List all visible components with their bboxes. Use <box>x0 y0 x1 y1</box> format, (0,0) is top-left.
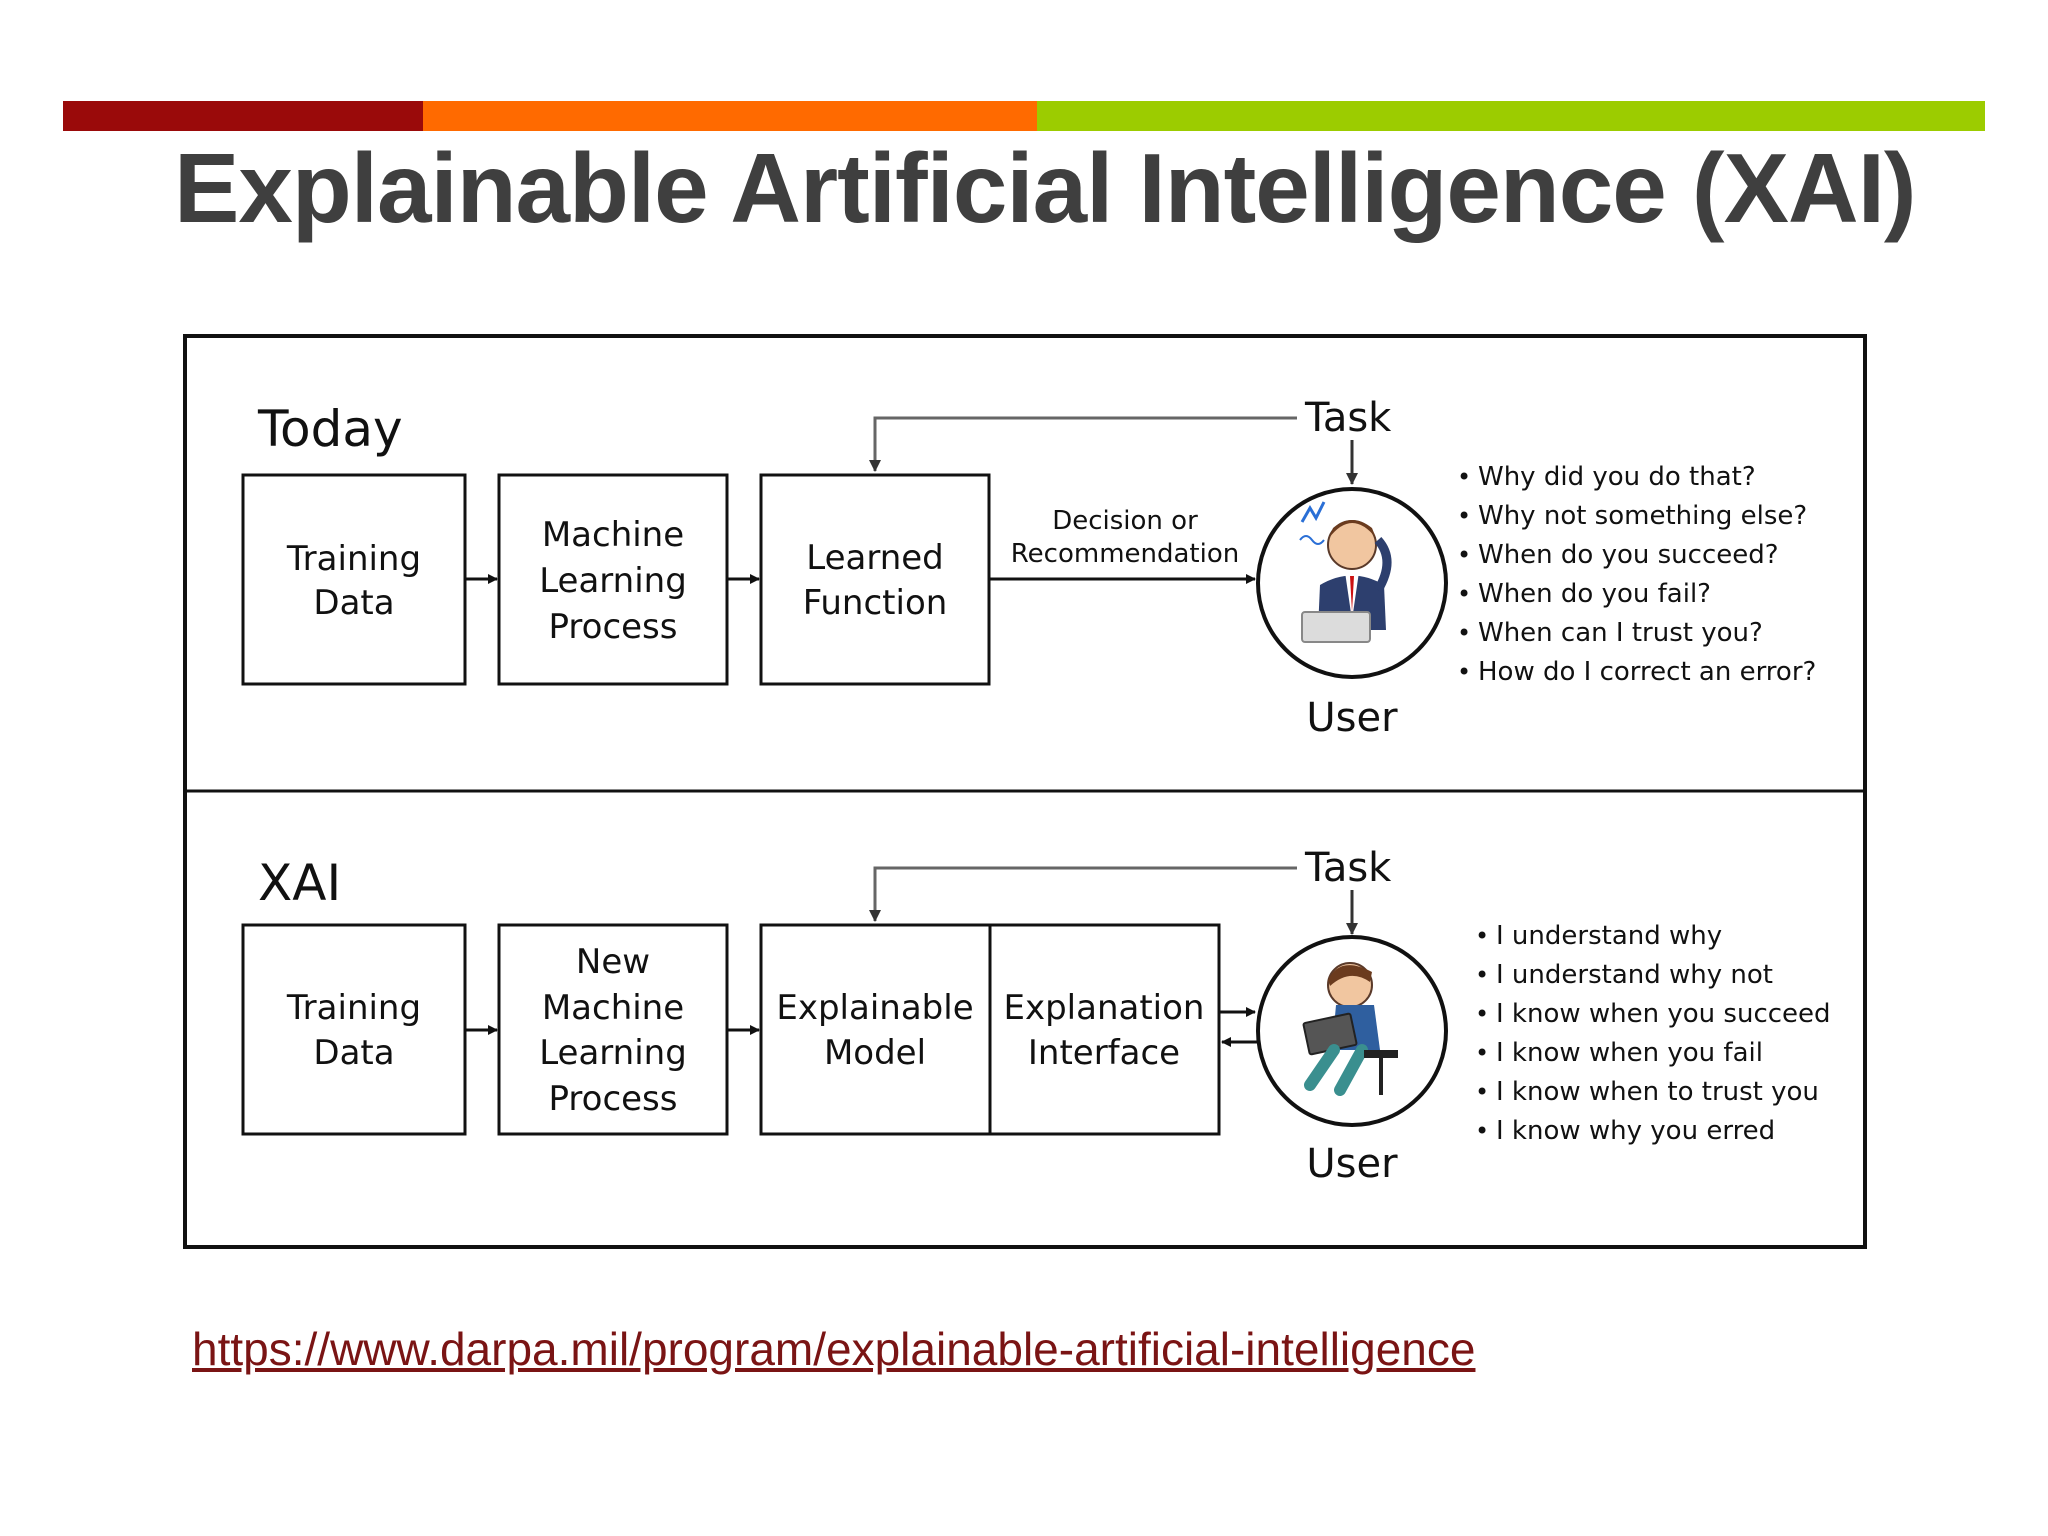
question-item: When do you fail? <box>1478 579 1711 609</box>
bullet: • <box>1457 502 1471 530</box>
xai-box-explainable-model: Explainable Model <box>759 923 992 1136</box>
box-label-line: Machine <box>542 515 684 555</box>
today-task-label: Task <box>1304 395 1392 441</box>
bullet: • <box>1457 580 1471 608</box>
box-label-line: Learning <box>539 561 687 601</box>
box-label-line: Model <box>824 1033 926 1073</box>
today-user-label: User <box>1306 695 1398 741</box>
xai-heading: XAI <box>258 854 341 912</box>
task-feedback-line <box>869 866 1297 922</box>
satisfied-user-icon <box>1256 935 1448 1127</box>
question-item: Why not something else? <box>1478 501 1807 531</box>
today-box-training-data: Training Data <box>241 473 467 686</box>
statement-item: I understand why not <box>1496 960 1773 990</box>
question-item: Why did you do that? <box>1478 462 1756 492</box>
xai-user-label: User <box>1306 1141 1398 1187</box>
statement-item: I know why you erred <box>1496 1116 1775 1146</box>
bullet: • <box>1475 1078 1489 1106</box>
bullet: • <box>1457 658 1471 686</box>
bullet: • <box>1475 922 1489 950</box>
statement-item: I understand why <box>1496 921 1722 951</box>
slide-title: Explainable Artificial Intelligence (XAI… <box>174 133 1917 243</box>
statement-item: I know when you succeed <box>1496 999 1831 1029</box>
box-label-line: Data <box>313 583 394 623</box>
xai-box-training-data: Training Data <box>241 923 467 1136</box>
box-label-line: Machine <box>542 988 684 1028</box>
question-item: When do you succeed? <box>1478 540 1779 570</box>
box-label-line: Process <box>549 1079 678 1119</box>
bullet: • <box>1475 1000 1489 1028</box>
question-item: When can I trust you? <box>1478 618 1763 648</box>
box-label-line: Learned <box>806 538 944 578</box>
confused-user-icon <box>1256 487 1448 679</box>
xai-box-explanation-interface: Explanation Interface <box>988 923 1221 1136</box>
source-link[interactable]: https://www.darpa.mil/program/explainabl… <box>192 1323 1476 1375</box>
bullet: • <box>1457 541 1471 569</box>
box-label-line: Training <box>286 988 421 1028</box>
box-label-line: Process <box>549 607 678 647</box>
bullet: • <box>1475 1039 1489 1067</box>
decision-label-line: Decision or <box>1052 506 1198 536</box>
box-label-line: Interface <box>1028 1033 1180 1073</box>
accent-bar-orange <box>423 101 1037 131</box>
bullet: • <box>1457 463 1471 491</box>
decision-label-line: Recommendation <box>1011 539 1239 569</box>
today-heading: Today <box>257 400 403 458</box>
statement-item: I know when to trust you <box>1496 1077 1819 1107</box>
box-label-line: Learning <box>539 1033 687 1073</box>
box-label-line: New <box>576 942 650 982</box>
today-box-learned-function: Learned Function <box>759 473 991 686</box>
box-label-line: Explainable <box>776 988 973 1028</box>
task-feedback-line <box>869 416 1297 472</box>
bullet: • <box>1457 619 1471 647</box>
xai-task-label: Task <box>1304 845 1392 891</box>
box-label-line: Data <box>313 1033 394 1073</box>
question-item: How do I correct an error? <box>1478 657 1816 687</box>
statement-item: I know when you fail <box>1496 1038 1763 1068</box>
box-label-line: Function <box>803 583 948 623</box>
accent-bar-red <box>63 101 423 131</box>
today-questions: • Why did you do that? • Why not somethi… <box>1457 462 1816 687</box>
xai-statements: • I understand why • I understand why no… <box>1475 921 1831 1146</box>
bullet: • <box>1475 1117 1489 1145</box>
box-label-line: Training <box>286 539 421 579</box>
accent-bar-green <box>1037 101 1985 131</box>
today-box-ml-process: Machine Learning Process <box>497 473 729 686</box>
xai-box-new-ml-process: New Machine Learning Process <box>497 923 729 1136</box>
bullet: • <box>1475 961 1489 989</box>
box-label-line: Explanation <box>1004 988 1205 1028</box>
